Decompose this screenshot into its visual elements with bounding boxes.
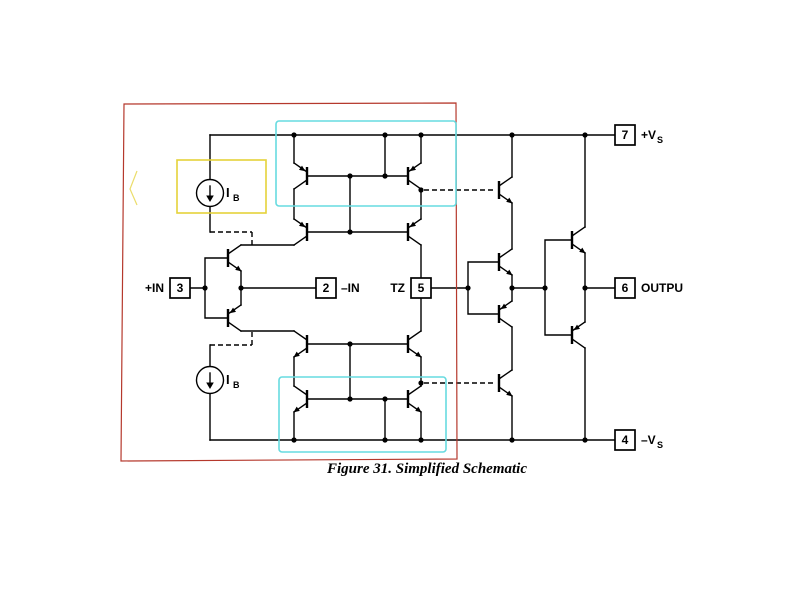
transistor-buffer-top xyxy=(497,175,514,205)
pin-7: 7 +V S xyxy=(614,124,663,146)
pin-4-label-sub: S xyxy=(657,440,663,450)
pin-7-number: 7 xyxy=(622,128,629,142)
annotations xyxy=(120,102,458,462)
transistor-top-mirror-left xyxy=(292,161,309,191)
transistor-top-mirror-right xyxy=(406,161,423,191)
pin-6-number: 6 xyxy=(622,281,629,295)
yellow-annotation-scribble xyxy=(129,170,138,206)
transistor-top-cascode-left xyxy=(292,217,309,247)
bias-label-top-sub: B xyxy=(233,193,240,203)
bias-label-bottom-sub: B xyxy=(233,380,240,390)
pin-3-label: +IN xyxy=(145,281,164,295)
transistor-bottom-mirror-right xyxy=(406,384,423,414)
current-source-bottom: I B xyxy=(195,365,240,395)
transistor-output-top xyxy=(570,225,587,255)
pin-7-label: +V xyxy=(641,128,656,142)
pin-5-label: TZ xyxy=(390,281,405,295)
pin-6: 6 OUTPU xyxy=(614,277,683,299)
transistor-bottom-cascode-right xyxy=(406,329,423,359)
transistor-driver-bottom xyxy=(497,299,514,329)
bias-label-top: I xyxy=(226,185,230,200)
pin-7-label-sub: S xyxy=(657,135,663,145)
pin-2: 2 –IN xyxy=(315,277,360,299)
pin-6-label: OUTPU xyxy=(641,281,683,295)
yellow-annotation-box xyxy=(176,159,267,214)
cyan-annotation-box-bottom xyxy=(278,376,447,453)
dashed-bias-links xyxy=(210,231,253,346)
pin-5: 5 TZ xyxy=(390,277,432,299)
junction-dots xyxy=(202,132,588,443)
transistor-output-bottom xyxy=(570,320,587,350)
pin-3: 3 +IN xyxy=(145,277,191,299)
bias-label-bottom: I xyxy=(226,372,230,387)
pin-3-number: 3 xyxy=(177,281,184,295)
red-annotation-box xyxy=(120,102,458,462)
pin-4-number: 4 xyxy=(622,433,629,447)
pin-5-number: 5 xyxy=(418,281,425,295)
transistor-buffer-bottom xyxy=(497,368,514,398)
transistor-bottom-mirror-left xyxy=(292,384,309,414)
pin-2-number: 2 xyxy=(323,281,330,295)
transistor-top-cascode-right xyxy=(406,217,423,247)
transistor-input-top xyxy=(226,243,243,273)
dashed-base-links xyxy=(424,189,493,384)
pin-2-label: –IN xyxy=(341,281,360,295)
transistor-driver-top xyxy=(497,247,514,277)
figure-caption: Figure 31. Simplified Schematic xyxy=(326,461,527,477)
pin-4-label: –V xyxy=(641,433,656,447)
transistor-bottom-cascode-left xyxy=(292,329,309,359)
transistor-input-bottom xyxy=(226,303,243,333)
current-source-top: I B xyxy=(195,178,240,208)
cyan-annotation-box-top xyxy=(275,120,457,207)
pin-4: 4 –V S xyxy=(614,429,663,451)
